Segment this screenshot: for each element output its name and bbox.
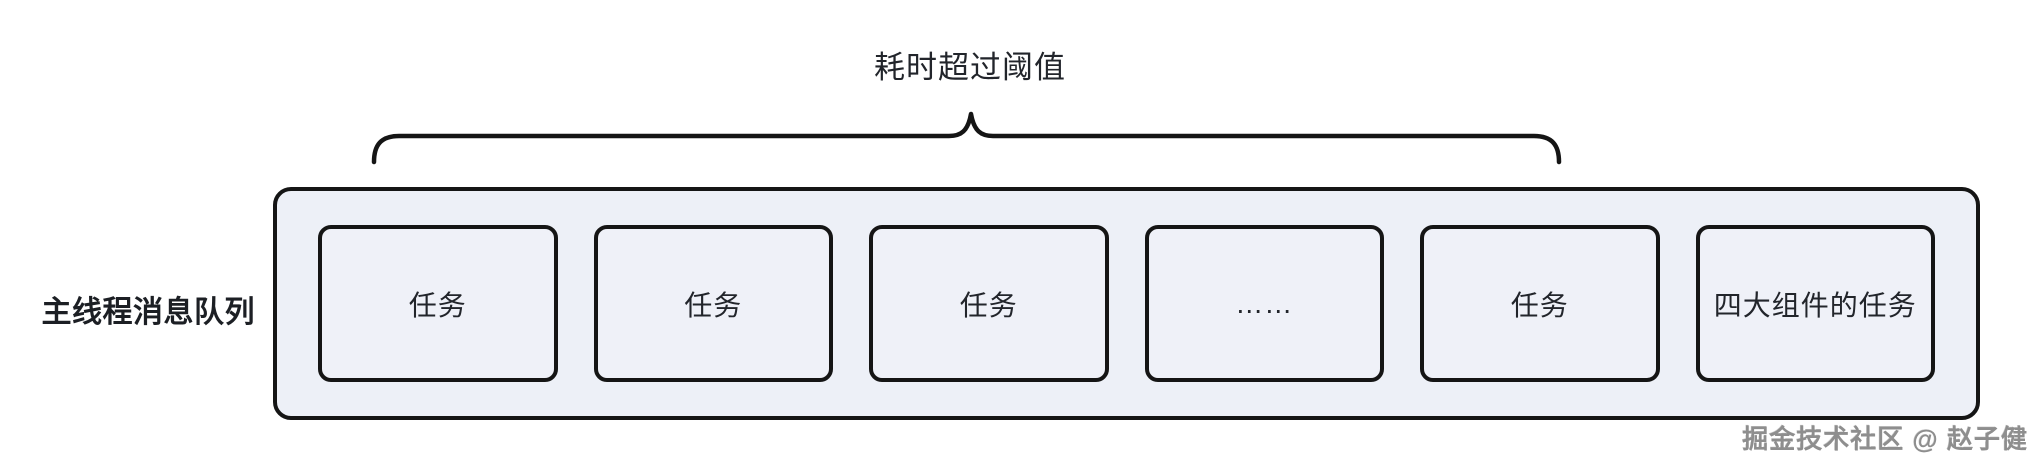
task-box: 任务 xyxy=(1420,225,1660,382)
message-queue-container: 任务 任务 任务 …… 任务 四大组件的任务 xyxy=(273,187,1980,420)
overbrace-icon xyxy=(371,111,1562,165)
watermark: 掘金技术社区 @ 赵子健 xyxy=(1742,424,2028,454)
brace-label: 耗时超过阈值 xyxy=(874,50,1066,85)
task-box-ellipsis: …… xyxy=(1144,225,1384,382)
task-box: 任务 xyxy=(869,225,1109,382)
task-box: 任务 xyxy=(593,225,833,382)
task-box: 任务 xyxy=(318,225,558,382)
queue-label: 主线程消息队列 xyxy=(41,296,255,329)
task-box-four-components: 四大组件的任务 xyxy=(1695,225,1935,382)
